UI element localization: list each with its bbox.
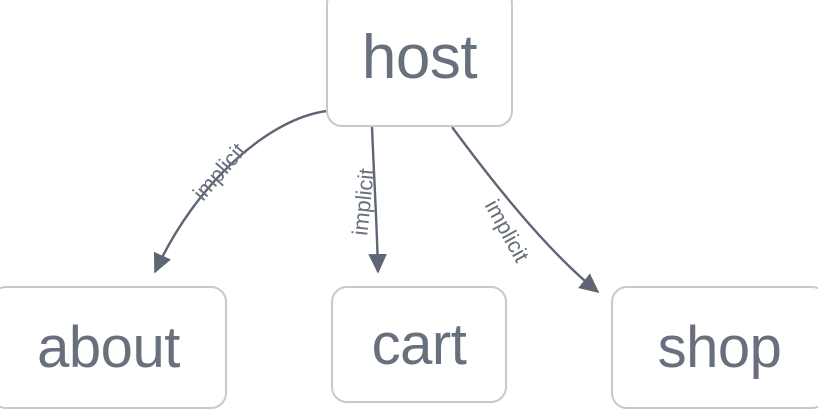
graph-node-host-label: host [361, 23, 478, 92]
graph-node-cart-label: cart [371, 312, 467, 377]
graph-node-shop[interactable]: shop [611, 286, 818, 409]
graph-node-about[interactable]: about [0, 286, 227, 409]
graph-node-cart[interactable]: cart [331, 286, 507, 403]
graph-node-about-label: about [37, 315, 180, 380]
edge-host-shop [451, 126, 600, 294]
graph-node-shop-label: shop [657, 315, 782, 380]
edge-host-about [153, 109, 328, 274]
graph-node-host[interactable]: host [326, 0, 513, 127]
edge-host-cart [368, 126, 387, 274]
